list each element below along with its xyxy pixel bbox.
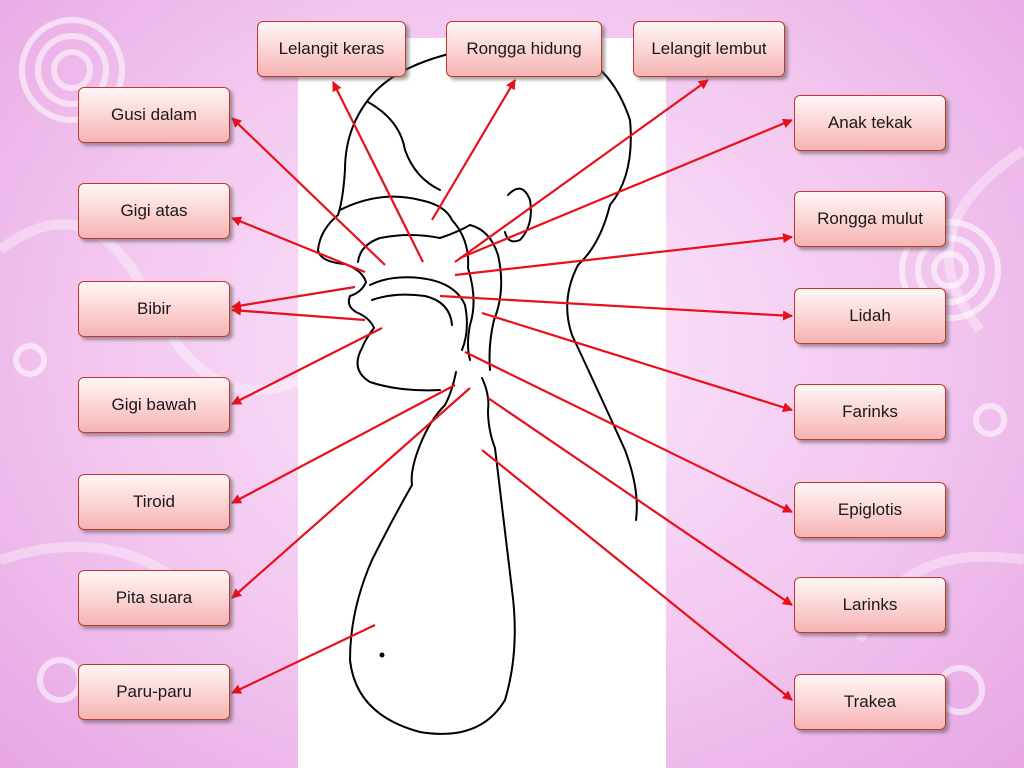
arrow-lidah — [439, 294, 793, 321]
arrow-rongga-hidung — [431, 79, 516, 221]
arrow-lelangit-lembut — [454, 79, 709, 263]
label-lidah: Lidah — [794, 288, 946, 344]
label-pita-suara: Pita suara — [78, 570, 230, 626]
label-gigi-bawah: Gigi bawah — [78, 377, 230, 433]
arrow-bibir-lower — [231, 305, 366, 322]
label-gusi-dalam: Gusi dalam — [78, 87, 230, 143]
label-rongga-mulut: Rongga mulut — [794, 191, 946, 247]
label-rongga-hidung: Rongga hidung — [446, 21, 602, 77]
arrow-lelangit-keras — [332, 81, 424, 263]
label-gigi-atas: Gigi atas — [78, 183, 230, 239]
arrow-larinks — [487, 397, 793, 606]
arrow-gigi-bawah — [231, 327, 383, 405]
pointer-arrows — [231, 79, 793, 701]
arrow-pita-suara — [231, 387, 471, 599]
arrow-bibir-upper — [231, 285, 356, 311]
label-bibir: Bibir — [78, 281, 230, 337]
arrow-gusi-dalam — [231, 117, 386, 266]
label-anak-tekak: Anak tekak — [794, 95, 946, 151]
arrow-farinks — [481, 311, 793, 413]
arrow-tiroid — [231, 384, 456, 504]
label-lelangit-lembut: Lelangit lembut — [633, 21, 785, 77]
arrow-rongga-mulut — [454, 233, 793, 277]
label-trakea: Trakea — [794, 674, 946, 730]
label-larinks: Larinks — [794, 577, 946, 633]
arrow-gigi-atas — [231, 216, 366, 274]
arrow-trakea — [481, 449, 793, 701]
arrow-anak-tekak — [459, 118, 793, 260]
label-paru-paru: Paru-paru — [78, 664, 230, 720]
label-epiglotis: Epiglotis — [794, 482, 946, 538]
arrow-epiglotis — [464, 351, 793, 513]
diagram-panel — [298, 38, 666, 768]
arrow-paru-paru — [231, 624, 376, 694]
label-tiroid: Tiroid — [78, 474, 230, 530]
label-lelangit-keras: Lelangit keras — [257, 21, 406, 77]
label-farinks: Farinks — [794, 384, 946, 440]
head-outline — [317, 43, 638, 735]
